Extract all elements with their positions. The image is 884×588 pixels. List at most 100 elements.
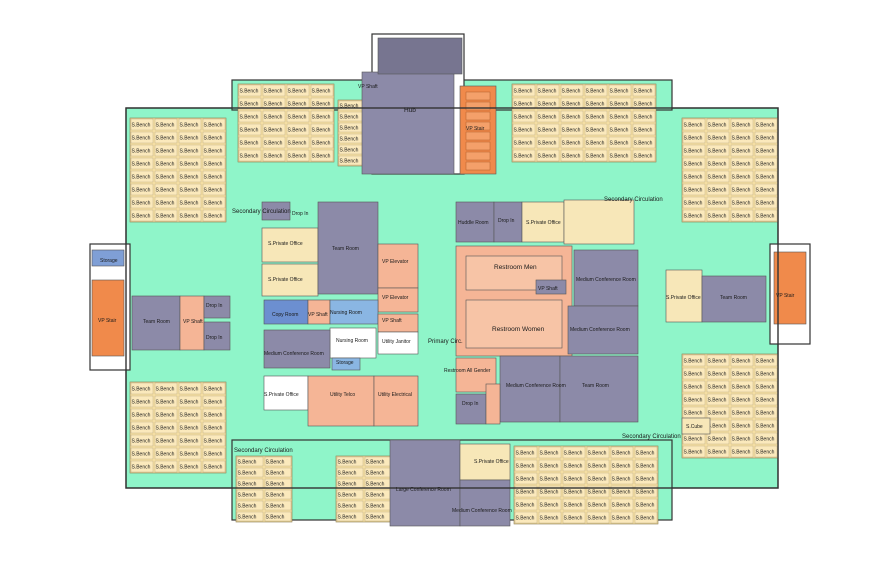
bench-desk-label: S.Bench <box>586 115 605 121</box>
bench-desk <box>682 131 706 144</box>
bench-desk <box>262 149 286 162</box>
bench-desk-label: S.Bench <box>612 477 631 483</box>
medium-conference-east-1 <box>573 249 639 307</box>
bench-desk-label: S.Bench <box>264 89 283 95</box>
bench-desk-label: S.Bench <box>562 141 581 147</box>
bench-desk <box>154 118 178 131</box>
bench-desk <box>514 498 538 511</box>
bench-desk <box>706 209 730 222</box>
bench-desk-label: S.Bench <box>204 149 223 155</box>
bench-desk-label: S.Bench <box>180 465 199 471</box>
bench-desk-label: S.Bench <box>538 128 557 134</box>
bench-desk-label: S.Bench <box>312 89 331 95</box>
bench-desk-label: S.Bench <box>588 503 607 509</box>
bench-desk-label: S.Bench <box>156 162 175 168</box>
bench-desk <box>586 459 610 472</box>
drop-in-label-2: Drop In <box>206 303 223 309</box>
bench-desk-label: S.Bench <box>588 477 607 483</box>
vp-stair-label-left: VP Stair <box>98 318 117 324</box>
bench-desk-label: S.Bench <box>636 503 655 509</box>
medium-conference-label-5: Medium Conference Room <box>452 508 512 514</box>
bench-desk-label: S.Bench <box>238 515 257 521</box>
bench-desk-label: S.Bench <box>338 504 357 510</box>
bench-desk <box>512 123 536 136</box>
drop-in-label-5: Drop In <box>462 401 479 407</box>
restroom-men-label: Restroom Men <box>494 264 537 271</box>
bench-desk-label: S.Bench <box>684 149 703 155</box>
bench-desk <box>682 393 706 406</box>
bench-desk <box>238 97 262 110</box>
bench-desk-label: S.Bench <box>634 102 653 108</box>
bench-desk <box>584 123 608 136</box>
huddle-room-label: Huddle Room <box>458 220 489 226</box>
bench-desk <box>264 456 292 467</box>
bench-desk <box>560 149 584 162</box>
bench-desk <box>730 144 754 157</box>
bench-desk-label: S.Bench <box>636 464 655 470</box>
bench-desk-label: S.Bench <box>756 214 775 220</box>
team-room-label-2: Team Room <box>143 319 170 325</box>
team-room-right <box>701 275 767 323</box>
bench-desk-label: S.Bench <box>180 175 199 181</box>
bench-desk-label: S.Bench <box>514 115 533 121</box>
bench-desk-label: S.Bench <box>562 115 581 121</box>
bench-desk <box>632 97 656 110</box>
bench-desk <box>706 118 730 131</box>
bench-desk <box>178 157 202 170</box>
bench-desk <box>178 131 202 144</box>
bench-desk-label: S.Bench <box>340 115 359 121</box>
bench-desk <box>538 511 562 524</box>
vp-shaft-label-top: VP Shaft <box>358 84 378 90</box>
storage-left <box>91 249 125 267</box>
bench-desk-label: S.Bench <box>288 141 307 147</box>
bench-desk-label: S.Bench <box>540 477 559 483</box>
bench-desk <box>538 485 562 498</box>
bench-desk <box>682 183 706 196</box>
bench-desk <box>730 406 754 419</box>
bench-desk <box>178 434 202 447</box>
bench-desk-label: S.Bench <box>156 413 175 419</box>
bench-desk-label: S.Bench <box>708 398 727 404</box>
bench-desk-label: S.Bench <box>562 102 581 108</box>
bench-desk-label: S.Bench <box>132 175 151 181</box>
vp-stair-left <box>91 279 125 357</box>
bench-desk-label: S.Bench <box>708 123 727 129</box>
bench-desk <box>586 485 610 498</box>
bench-desk <box>634 498 658 511</box>
bench-desk-label: S.Bench <box>732 123 751 129</box>
bench-desk-label: S.Bench <box>338 460 357 466</box>
bench-desk <box>584 110 608 123</box>
bench-desk-label: S.Bench <box>132 426 151 432</box>
medium-conference-west <box>263 329 331 369</box>
bench-desk <box>154 447 178 460</box>
bench-desk-label: S.Bench <box>156 136 175 142</box>
top-shaft-room <box>377 37 463 75</box>
bench-desk-label: S.Bench <box>588 516 607 522</box>
bench-desk-label: S.Bench <box>756 149 775 155</box>
bench-desk <box>130 131 154 144</box>
bench-desk-label: S.Bench <box>588 451 607 457</box>
bench-desk <box>286 97 310 110</box>
bench-desk-label: S.Bench <box>312 102 331 108</box>
vp-elevator-1 <box>377 243 419 289</box>
bench-desk-label: S.Bench <box>564 464 583 470</box>
bench-desk <box>262 136 286 149</box>
bench-desk <box>202 395 226 408</box>
bench-desk <box>754 393 778 406</box>
bench-desk-label: S.Bench <box>156 465 175 471</box>
stair-tread <box>465 151 491 161</box>
vp-shaft-label-mid: VP Shaft <box>308 312 328 318</box>
bench-desk-label: S.Bench <box>756 372 775 378</box>
vp-elevator-label-1: VP Elevator <box>382 259 409 265</box>
bench-desk <box>682 118 706 131</box>
bench-desk-label: S.Bench <box>312 141 331 147</box>
bench-desk <box>286 136 310 149</box>
bench-desk-label: S.Bench <box>204 136 223 142</box>
bench-desk <box>154 144 178 157</box>
bench-desk <box>634 485 658 498</box>
bench-desk <box>310 110 334 123</box>
bench-desk-label: S.Bench <box>204 162 223 168</box>
bench-desk <box>586 472 610 485</box>
bench-desk-label: S.Bench <box>612 490 631 496</box>
bench-desk <box>130 144 154 157</box>
